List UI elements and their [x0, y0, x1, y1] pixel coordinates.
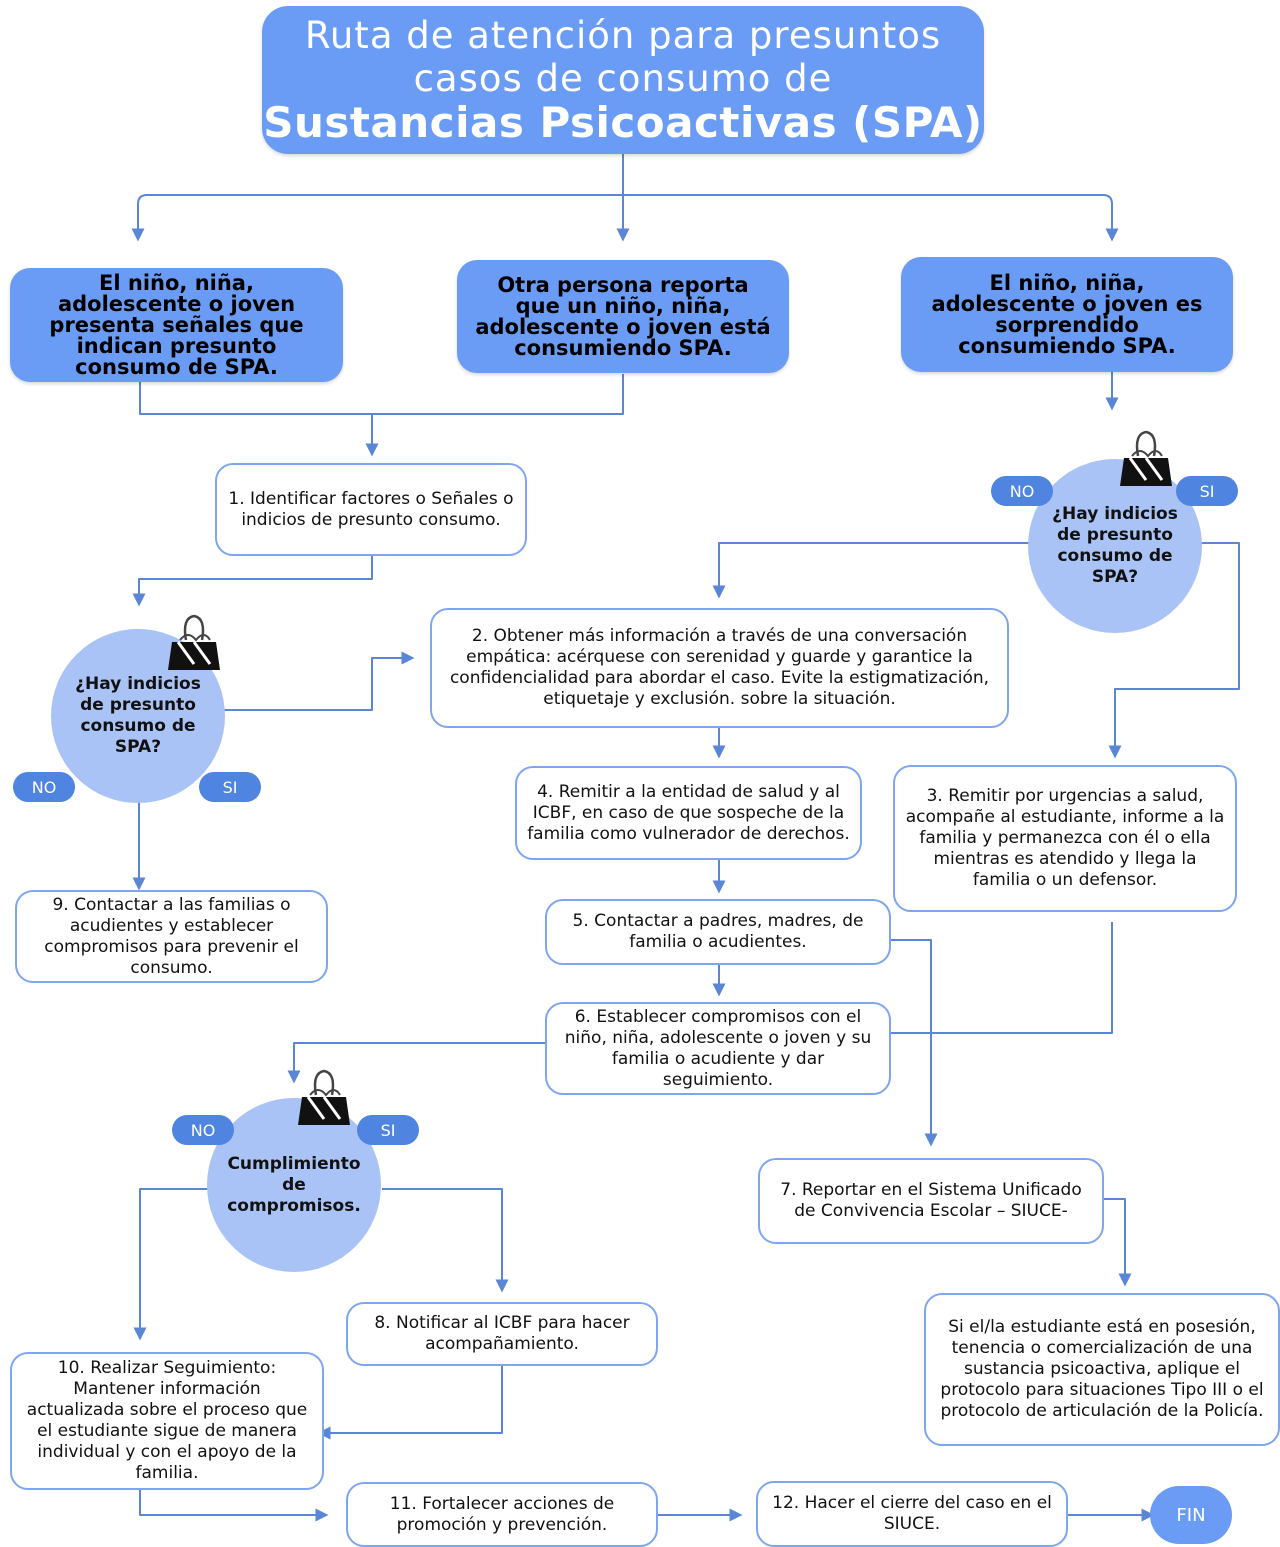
connector-left-decision-to-step2: [224, 651, 415, 711]
decision-left-circle: ¿Hay indicios de presunto consumo de SPA…: [51, 629, 225, 803]
connector-step8-to-step10: [317, 1366, 503, 1440]
no-label-right: NO: [991, 476, 1053, 506]
fin-terminal: FIN: [1150, 1486, 1232, 1544]
binder-clip-icon: [298, 1069, 350, 1125]
connector-title-right: [623, 194, 1119, 242]
title-line-3: Sustancias Psicoactivas (SPA): [263, 98, 983, 147]
step-7-box: 7. Reportar en el Sistema Unificado de C…: [758, 1158, 1104, 1244]
decision-compliance-circle: Cumplimiento de compromisos.: [207, 1098, 381, 1272]
title-line-2: casos de consumo de: [413, 57, 833, 100]
diagram-title: Ruta de atención para presuntos casos de…: [262, 6, 984, 154]
connector-step5-to-step7: [891, 939, 938, 1147]
step-4-box: 4. Remitir a la entidad de salud y al IC…: [515, 766, 862, 860]
title-line-1: Ruta de atención para presuntos: [304, 14, 942, 57]
step-10-box: 10. Realizar Seguimiento: Mantener infor…: [10, 1352, 324, 1490]
connector-step1-to-decision: [132, 556, 373, 607]
si-label-left: SI: [199, 772, 261, 802]
no-label-compliance: NO: [172, 1115, 234, 1145]
binder-clip-icon: [1120, 430, 1172, 486]
step-8-box: 8. Notificar al ICBF para hacer acompaña…: [346, 1302, 658, 1366]
connector-right-si-to-step3: [1108, 542, 1240, 759]
si-label-right: SI: [1176, 476, 1238, 506]
step-12-box: 12. Hacer el cierre del caso en el SIUCE…: [756, 1481, 1068, 1547]
no-label-left: NO: [13, 772, 75, 802]
decision-right-circle: ¿Hay indicios de presunto consumo de SPA…: [1028, 459, 1202, 633]
si-label-compliance: SI: [357, 1115, 419, 1145]
binder-clip-icon: [168, 614, 220, 670]
step-3-box: 3. Remitir por urgencias a salud, acompa…: [893, 765, 1237, 912]
step-11-box: 11. Fortalecer acciones de promoción y p…: [346, 1482, 658, 1547]
connector-branches-merge: [139, 374, 624, 415]
step-6-box: 6. Establecer compromisos con el niño, n…: [545, 1002, 891, 1095]
branch-report-box: Otra persona reporta que un niño, niña, …: [457, 260, 789, 373]
connector-decision-si-to-step8: [382, 1188, 509, 1293]
step-2-box: 2. Obtener más información a través de u…: [430, 608, 1009, 728]
step-1-box: 1. Identificar factores o Señales o indi…: [215, 463, 527, 556]
branch-signals-box: El niño, niña, adolescente o joven prese…: [10, 268, 343, 382]
step-9-box: 9. Contactar a las familias o acudientes…: [15, 890, 328, 983]
step-5-box: 5. Contactar a padres, madres, de famili…: [545, 899, 891, 965]
connector-title-left: [131, 194, 623, 242]
connector-step10-to-step11: [139, 1490, 329, 1522]
connector-step3-to-step6: [891, 922, 1113, 1034]
connector-step7-to-tipo3: [1104, 1198, 1132, 1287]
branch-caught-box: El niño, niña, adolescente o joven es so…: [901, 257, 1233, 372]
connector-step6-to-decision: [287, 1042, 546, 1084]
tipo-iii-protocol-box: Si el/la estudiante está en posesión, te…: [924, 1293, 1280, 1446]
connector-decision-no-to-step10: [133, 1188, 210, 1341]
connector-right-no-to-step2: [712, 542, 1030, 599]
